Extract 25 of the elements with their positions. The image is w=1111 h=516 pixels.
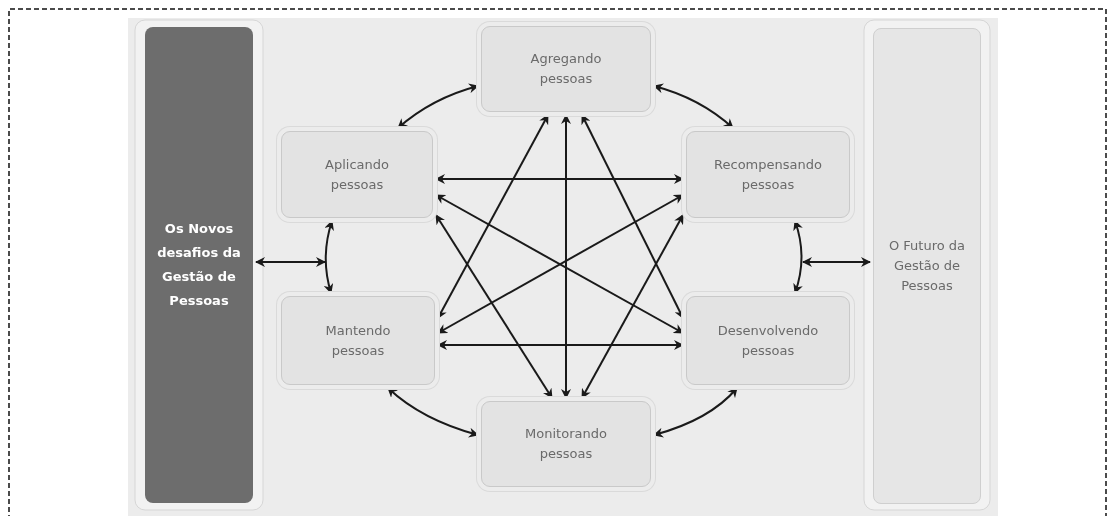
arrow xyxy=(435,174,684,184)
node-label: O Futuro da Gestão de Pessoas xyxy=(887,237,967,295)
arrow xyxy=(387,387,479,438)
node-label: Aplicando pessoas xyxy=(324,155,390,194)
arrow xyxy=(435,214,553,399)
arrow xyxy=(437,114,549,319)
pillar-bar xyxy=(873,28,981,504)
node-label: Mantendo pessoas xyxy=(324,321,392,360)
arrow xyxy=(793,220,803,294)
node-label: Agregando pessoas xyxy=(529,50,603,88)
arrow xyxy=(802,257,871,267)
pillar-bar xyxy=(145,27,253,503)
node-label: Os Novos desafios da Gestão de Pessoas xyxy=(156,220,242,310)
arrow xyxy=(581,214,684,399)
arrow xyxy=(397,83,479,129)
arrow xyxy=(653,83,734,129)
arrow xyxy=(561,114,571,399)
node-label: Recompensando pessoas xyxy=(713,155,823,194)
arrow xyxy=(437,340,684,350)
arrow xyxy=(581,114,684,319)
arrow xyxy=(323,220,335,294)
node-label: Monitorando pessoas xyxy=(524,425,608,463)
arrow xyxy=(255,257,326,267)
arrow xyxy=(653,387,738,438)
node-label: Desenvolvendo pessoas xyxy=(716,321,820,360)
